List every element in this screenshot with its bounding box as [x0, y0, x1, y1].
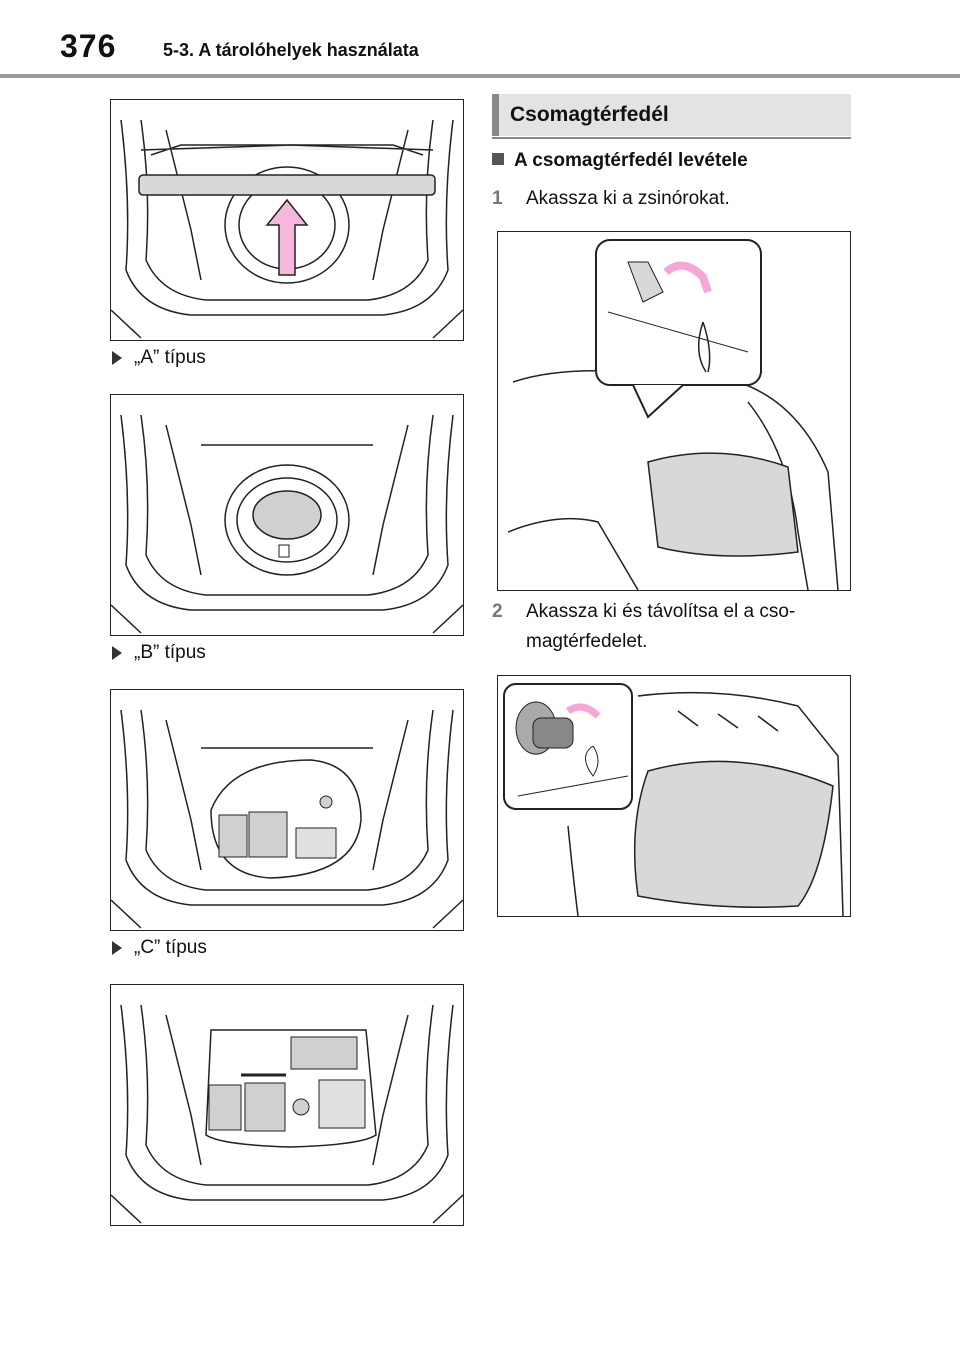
caption-type-c: „C” típus: [112, 937, 207, 959]
caption-type-b: „B” típus: [112, 642, 206, 664]
section-title: 5-3. A tárolóhelyek használata: [163, 40, 419, 60]
page-header: 376 5-3. A tárolóhelyek használata: [0, 0, 960, 80]
remove-cover-figure: [497, 675, 851, 917]
section-heading: Csomagtérfedél: [492, 94, 851, 139]
caption-type-a: „A” típus: [112, 347, 206, 369]
step-2: 2 Akassza ki és távolítsa el a cso-magté…: [492, 597, 852, 659]
step-text: Akassza ki a zsinórokat.: [526, 188, 730, 209]
type-b-figure: [110, 689, 464, 931]
square-bullet-icon: [492, 153, 504, 165]
section-heading-bar: [492, 94, 499, 136]
step-1: 1 Akassza ki a zsinórokat.: [492, 184, 852, 214]
caption-arrow-icon: [112, 350, 122, 365]
unhook-cords-illustration: [507, 239, 839, 590]
page-number: 376: [60, 28, 117, 64]
trunk-cover-illustration: [111, 119, 463, 339]
type-c-illustration: [111, 1004, 463, 1224]
section-heading-text: Csomagtérfedél: [510, 103, 669, 126]
type-b-illustration: [111, 709, 463, 929]
unhook-cords-figure: [497, 231, 851, 591]
header-rule: [0, 74, 960, 78]
step-number: 1: [492, 188, 503, 209]
type-a-illustration: [111, 414, 463, 634]
type-c-figure: [110, 984, 464, 1226]
step-number: 2: [492, 601, 503, 622]
type-a-figure: [110, 394, 464, 636]
remove-cover-illustration: [503, 683, 844, 916]
caption-arrow-icon: [112, 645, 122, 660]
caption-arrow-icon: [112, 940, 122, 955]
section-heading-rule: [492, 137, 851, 139]
subheading: A csomagtérfedél levétele: [492, 150, 748, 172]
trunk-cover-figure: [110, 99, 464, 341]
step-text: Akassza ki és távolítsa el a cso-magtérf…: [526, 601, 796, 652]
